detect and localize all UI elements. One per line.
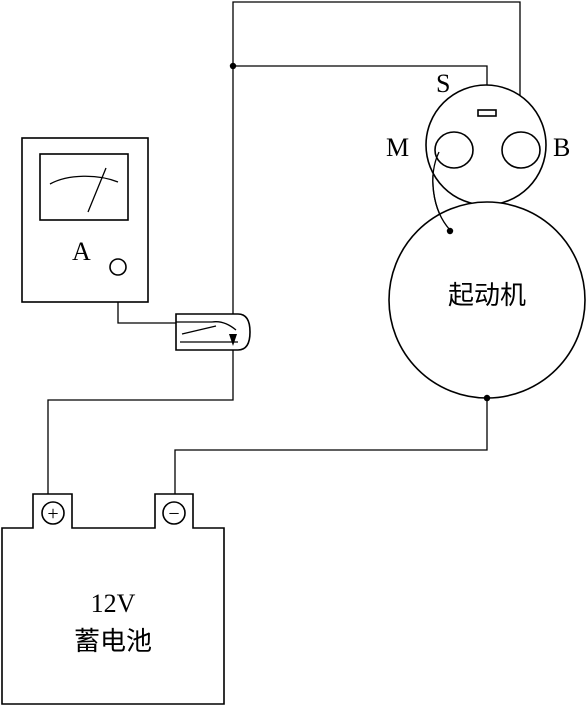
ammeter-scale-arc — [49, 175, 119, 185]
ammeter-terminal — [109, 258, 127, 276]
wire-b-terminal — [232, 1, 521, 392]
starter-label: 起动机 — [448, 281, 526, 311]
current-clamp — [175, 313, 251, 351]
clamp-body — [175, 313, 251, 351]
wire-battery-negative — [174, 398, 488, 494]
ammeter-label: A — [72, 237, 91, 266]
battery-negative-terminal — [162, 501, 186, 525]
starter-assembly: S M B 起动机 — [386, 69, 586, 402]
label-s: S — [436, 69, 450, 98]
battery-positive-terminal — [41, 501, 65, 525]
battery-voltage-label: 12V — [91, 589, 136, 618]
wire-battery-positive — [47, 392, 234, 494]
ammeter-dial — [39, 153, 129, 221]
label-m: M — [386, 133, 409, 162]
battery-label: 蓄电池 — [74, 627, 152, 657]
battery: + − 12V 蓄电池 — [1, 493, 225, 705]
positive-sign: + — [47, 503, 58, 525]
ammeter-needle — [87, 167, 107, 213]
terminal-b — [501, 131, 541, 169]
label-b: B — [553, 133, 570, 162]
terminal-s — [477, 109, 497, 117]
clamp-arrow — [229, 334, 237, 346]
junction-dot — [229, 62, 237, 70]
ammeter: A — [21, 137, 149, 303]
negative-sign: − — [168, 503, 179, 525]
terminal-m — [434, 131, 474, 169]
battery-body — [1, 493, 225, 705]
